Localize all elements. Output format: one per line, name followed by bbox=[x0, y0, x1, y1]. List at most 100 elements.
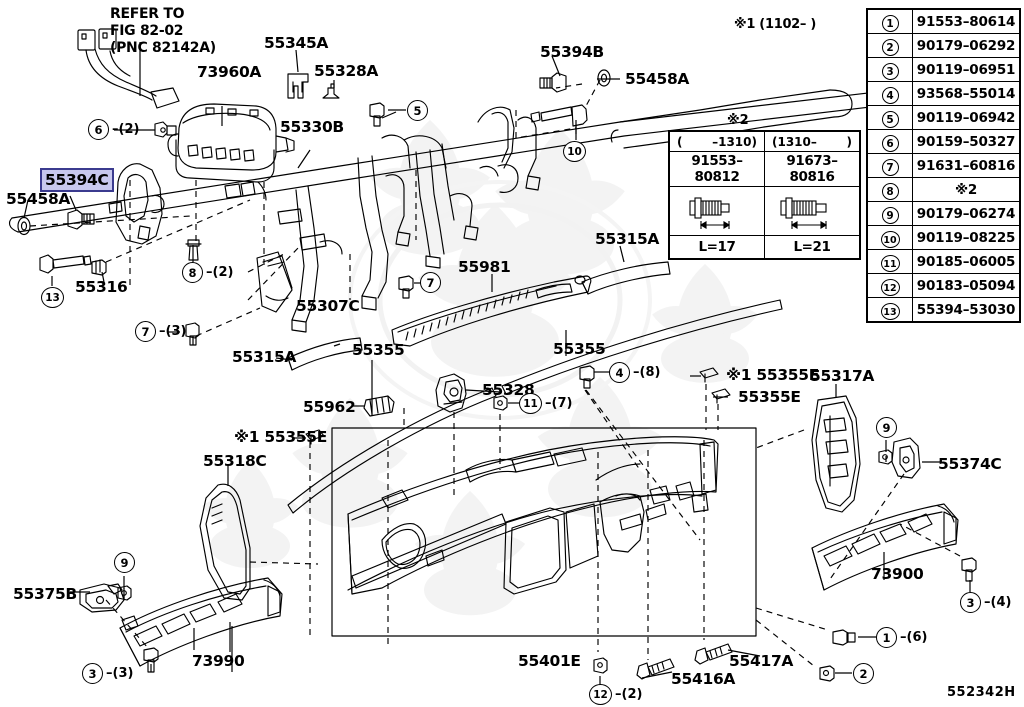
label-55355-right: 55355 bbox=[553, 340, 606, 358]
clip-55962-art bbox=[363, 395, 395, 417]
callout-6-qty: –(2) bbox=[112, 122, 140, 137]
label-55315A-right: 55315A bbox=[595, 230, 660, 248]
parts-table-ref-cell: 10 bbox=[866, 225, 913, 250]
label-55401E: 55401E bbox=[518, 652, 581, 670]
ref-circle: 2 bbox=[881, 38, 899, 56]
sub-range-2: (1310– ) bbox=[764, 130, 861, 152]
label-55394B: 55394B bbox=[540, 43, 604, 61]
panel-73900-art bbox=[811, 503, 959, 591]
table-row: 9 90179–06274 bbox=[866, 201, 1021, 226]
ref-circle: 4 bbox=[881, 86, 899, 104]
table-row: 5 90119–06942 bbox=[866, 105, 1021, 130]
refer-to-line1: REFER TO bbox=[110, 6, 185, 22]
diagram-id: 552342H bbox=[947, 685, 1016, 700]
parts-table-number-cell: 90159–50327 bbox=[912, 129, 1021, 154]
airbag-module-art bbox=[167, 103, 295, 183]
star1-note: ※1 (1102– ) bbox=[734, 17, 816, 32]
parts-table-number-cell: 90183–05094 bbox=[912, 273, 1021, 298]
callout-1: 1 bbox=[876, 627, 897, 648]
callout-8-qty: –(2) bbox=[206, 265, 234, 280]
label-55345A: 55345A bbox=[264, 34, 329, 52]
label-73990: 73990 bbox=[192, 652, 245, 670]
callout-9-a: 9 bbox=[876, 417, 897, 438]
sub-number-1: 91553–80812 bbox=[668, 151, 765, 187]
sub-length-1: L=17 bbox=[668, 235, 765, 260]
parts-table-ref-cell: 9 bbox=[866, 201, 913, 226]
callout-6: 6 bbox=[88, 119, 109, 140]
ref-circle: 5 bbox=[881, 110, 899, 128]
label-55355E-a: ※1 55355E bbox=[726, 366, 820, 384]
parts-table-number-cell: 90119–08225 bbox=[912, 225, 1021, 250]
fastener-art bbox=[17, 69, 977, 682]
callout-4: 4 bbox=[609, 362, 630, 383]
ref-circle: 7 bbox=[881, 158, 899, 176]
bracket-55374C-art bbox=[891, 437, 921, 479]
table-row: 10 90119–08225 bbox=[866, 225, 1021, 250]
parts-table-ref-cell: 5 bbox=[866, 105, 913, 130]
parts-table-ref-cell: 3 bbox=[866, 57, 913, 82]
ref-circle: 10 bbox=[880, 230, 900, 248]
label-55328: 55328 bbox=[482, 381, 535, 399]
label-55394C-highlighted[interactable]: 55394C bbox=[40, 168, 114, 192]
parts-table-ref-cell: 7 bbox=[866, 153, 913, 178]
callout-5: 5 bbox=[407, 100, 428, 121]
label-73960A: 73960A bbox=[197, 63, 262, 81]
sub-range-1-open: ( bbox=[677, 134, 683, 149]
ref-circle: 11 bbox=[880, 254, 900, 272]
callout-11-qty: –(7) bbox=[545, 396, 573, 411]
ref-circle: 1 bbox=[881, 14, 899, 32]
callout-12-qty: –(2) bbox=[615, 687, 643, 702]
parts-table-number-cell: 90179–06274 bbox=[912, 201, 1021, 226]
sub-range-2-open: (1310– bbox=[772, 134, 817, 149]
nozzle-55981-art bbox=[391, 275, 592, 347]
callout-7-b: 7 bbox=[420, 272, 441, 293]
table-row: 7 91631–60816 bbox=[866, 153, 1021, 178]
label-55981: 55981 bbox=[458, 258, 511, 276]
seal-55355-right-art bbox=[501, 299, 783, 395]
label-55375B: 55375B bbox=[13, 585, 77, 603]
callout-8: 8 bbox=[182, 262, 203, 283]
callout-3-b: 3 bbox=[82, 663, 103, 684]
label-55416A: 55416A bbox=[671, 670, 736, 688]
parts-table-number-cell: ※2 bbox=[912, 177, 1021, 202]
callout-13: 13 bbox=[41, 287, 64, 308]
label-55417A: 55417A bbox=[729, 652, 794, 670]
sub-bolt-art-2 bbox=[764, 186, 861, 236]
parts-table-ref-cell: 12 bbox=[866, 273, 913, 298]
ref-circle: 9 bbox=[881, 206, 899, 224]
label-55318C: 55318C bbox=[203, 452, 267, 470]
callout-7-a: 7 bbox=[135, 321, 156, 342]
sub-number-2: 91673–80816 bbox=[764, 151, 861, 187]
sub-length-2: L=21 bbox=[764, 235, 861, 260]
label-55355E-b: 55355E bbox=[738, 388, 801, 406]
label-55355-left: 55355 bbox=[352, 341, 405, 359]
sub-table-star2: ( –1310) (1310– ) 91553–80812 91673–8081… bbox=[668, 130, 861, 260]
ref-circle: 13 bbox=[880, 302, 900, 320]
ref-circle: 6 bbox=[881, 134, 899, 152]
clip-55328A-art bbox=[322, 83, 340, 99]
label-55458A-top: 55458A bbox=[625, 70, 690, 88]
sub-range-2-text: ) bbox=[846, 134, 852, 149]
garnish-55307C-art bbox=[256, 251, 293, 313]
parts-table-ref-cell: 13 bbox=[866, 297, 913, 323]
callout-7-a-qty: –(3) bbox=[159, 324, 187, 339]
seal-55355-left-art bbox=[287, 387, 497, 514]
sub-range-1-text: –1310) bbox=[712, 134, 757, 149]
leader-lines-dashed bbox=[29, 79, 961, 667]
callout-10: 10 bbox=[563, 141, 586, 162]
parts-table-number-cell: 90179–06292 bbox=[912, 33, 1021, 58]
parts-table-number-cell: 91631–60816 bbox=[912, 153, 1021, 178]
parts-table-ref-cell: 1 bbox=[866, 8, 913, 34]
callout-3-a-qty: –(4) bbox=[984, 595, 1012, 610]
label-55962: 55962 bbox=[303, 398, 356, 416]
parts-table-number-cell: 90119–06942 bbox=[912, 105, 1021, 130]
bracket-55375B-art bbox=[79, 583, 125, 613]
refer-to-line3: (PNC 82142A) bbox=[110, 40, 216, 56]
